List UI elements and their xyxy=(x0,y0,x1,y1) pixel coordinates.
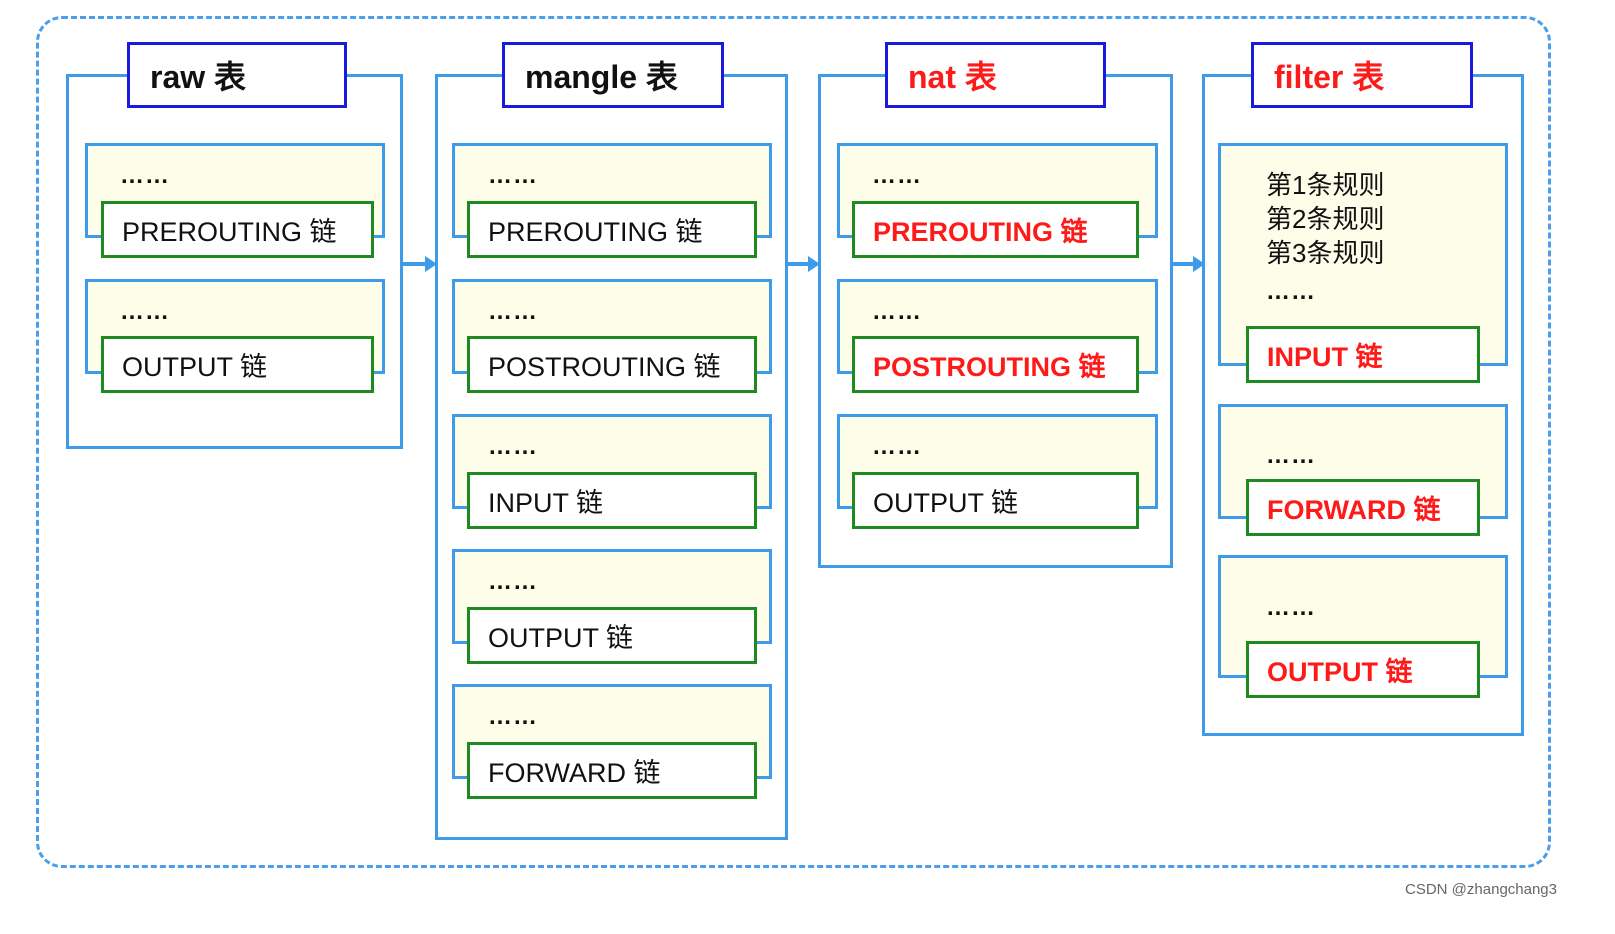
raw-to-mangle-arrow xyxy=(403,256,437,272)
filter-input-dots: …… xyxy=(1266,278,1316,305)
nat-output-chain: OUTPUT 链 xyxy=(852,472,1139,529)
filter-output-chain: OUTPUT 链 xyxy=(1246,641,1480,698)
raw-output-dots: …… xyxy=(120,298,170,325)
filter-rule-2: 第2条规则 xyxy=(1266,204,1385,234)
filter-rule-3: 第3条规则 xyxy=(1266,238,1385,268)
filter-rule-1: 第1条规则 xyxy=(1266,170,1385,200)
raw-table-title: raw 表 xyxy=(127,42,347,108)
mangle-prerouting-chain: PREROUTING 链 xyxy=(467,201,757,258)
filter-table-title: filter 表 xyxy=(1251,42,1473,108)
mangle-output-dots: …… xyxy=(488,568,538,595)
nat-table-title: nat 表 xyxy=(885,42,1106,108)
nat-prerouting-chain: PREROUTING 链 xyxy=(852,201,1139,258)
raw-prerouting-dots: …… xyxy=(120,162,170,189)
raw-prerouting-chain: PREROUTING 链 xyxy=(101,201,374,258)
mangle-input-chain: INPUT 链 xyxy=(467,472,757,529)
nat-to-filter-arrow xyxy=(1173,256,1205,272)
filter-output-dots: …… xyxy=(1266,594,1316,621)
watermark: CSDN @zhangchang3 xyxy=(1405,881,1557,898)
filter-forward-chain: FORWARD 链 xyxy=(1246,479,1480,536)
nat-prerouting-dots: …… xyxy=(872,162,922,189)
mangle-to-nat-arrow xyxy=(788,256,820,272)
mangle-postrouting-dots: …… xyxy=(488,298,538,325)
mangle-input-dots: …… xyxy=(488,433,538,460)
raw-output-chain: OUTPUT 链 xyxy=(101,336,374,393)
mangle-prerouting-dots: …… xyxy=(488,162,538,189)
mangle-postrouting-chain: POSTROUTING 链 xyxy=(467,336,757,393)
nat-postrouting-dots: …… xyxy=(872,298,922,325)
mangle-forward-chain: FORWARD 链 xyxy=(467,742,757,799)
mangle-forward-dots: …… xyxy=(488,703,538,730)
diagram-frame xyxy=(36,16,1551,868)
mangle-output-chain: OUTPUT 链 xyxy=(467,607,757,664)
filter-input-chain: INPUT 链 xyxy=(1246,326,1480,383)
nat-output-dots: …… xyxy=(872,433,922,460)
mangle-table-title: mangle 表 xyxy=(502,42,724,108)
nat-postrouting-chain: POSTROUTING 链 xyxy=(852,336,1139,393)
filter-forward-dots: …… xyxy=(1266,442,1316,469)
